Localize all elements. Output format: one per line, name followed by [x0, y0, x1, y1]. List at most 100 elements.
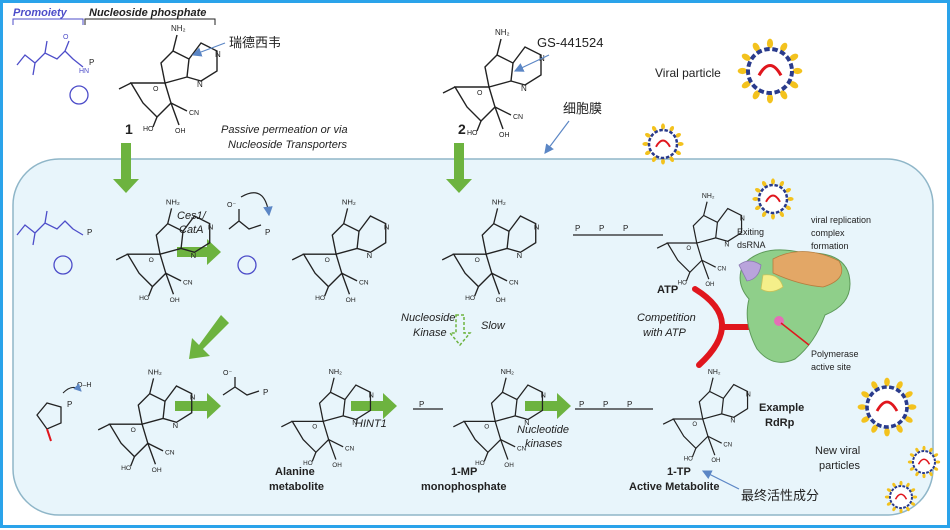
svg-text:P: P [89, 58, 94, 67]
arrow-down-compound1 [113, 143, 139, 193]
virion-spike [661, 158, 665, 165]
viral-particle-entry-icon [642, 123, 684, 165]
virion-spike [871, 381, 878, 390]
virion-spike [912, 495, 918, 499]
cyclic-intermediate-structure: P O–H [36, 366, 197, 475]
virion-spike [741, 81, 751, 89]
virion-spike [899, 508, 903, 514]
final-active-cn-label: 最终活性成分 [741, 488, 819, 504]
virion-spike [785, 205, 791, 211]
ester-hydrolysis-structure: O⁻ P [227, 192, 391, 305]
virion-spike [737, 67, 748, 75]
virion-spike [915, 447, 919, 453]
remdesivir-intracellular-structure: P [16, 196, 215, 305]
passive-permeation-line1: Passive permeation or via [221, 124, 348, 136]
competition-bracket [692, 286, 725, 368]
virion-spike [909, 453, 915, 457]
virion-spike [661, 123, 665, 130]
svg-text:O⁻: O⁻ [223, 370, 232, 377]
hint1-label: HINT1 [355, 418, 387, 430]
new-viral-particle-icon [884, 480, 918, 514]
arrow-ces1 [177, 239, 221, 265]
virion-spike [892, 482, 896, 488]
virion-rna [765, 194, 781, 203]
virion-spike [884, 495, 890, 499]
virion-spike [766, 93, 774, 104]
virion-rna [655, 139, 671, 148]
polymerase-pointer [780, 322, 810, 346]
virion-spike [933, 453, 939, 457]
viral-particle-icon [737, 38, 803, 104]
virion-spike [892, 506, 896, 512]
virion-spike [884, 427, 890, 437]
remdesivir-activation-diagram: NH₂ N N CN HO OH O Promoiety Nucleoside … [12, 7, 941, 516]
virion-spike [904, 416, 913, 423]
gs441524-label: GS-441524 [537, 35, 604, 50]
svg-text:P: P [263, 388, 268, 397]
svg-text:P: P [603, 400, 608, 409]
svg-text:P: P [67, 400, 72, 409]
virion-rna [757, 63, 783, 77]
atp-label: ATP [657, 284, 678, 296]
cell-membrane [12, 158, 934, 516]
rdrp-protein-structure [738, 249, 851, 363]
svg-text:P: P [87, 228, 92, 237]
virion-spike [766, 38, 774, 49]
svg-text:O⁻: O⁻ [227, 202, 236, 209]
example-rdrp-line1: Example [759, 402, 804, 414]
svg-text:HN: HN [79, 68, 89, 75]
virion-spike [789, 53, 799, 61]
virion-spike [915, 471, 919, 477]
promoiety-label: Promoiety [13, 7, 68, 19]
virion-spike [752, 90, 760, 100]
virion-spike [771, 178, 775, 185]
virion-spike [909, 467, 915, 471]
virion-spike [645, 150, 651, 156]
virion-spike [886, 502, 892, 506]
arrow-down-compound2 [446, 143, 472, 193]
new-viral-line2: particles [819, 460, 860, 472]
virion-spike [871, 424, 878, 433]
virion-spike [906, 506, 910, 512]
virion-envelope [647, 128, 679, 160]
virion-rna [875, 400, 899, 412]
virion-spike [755, 187, 761, 193]
exiting-line2: dsRNA [737, 240, 766, 250]
virion-rna [894, 493, 908, 500]
monophosphate-structure: P [413, 366, 547, 470]
tp-label-line2: Active Metabolite [629, 481, 719, 493]
virion-spike [677, 142, 684, 146]
polymerase-line2: active site [811, 362, 851, 372]
nucleoside-phosphate-label: Nucleoside phosphate [89, 7, 206, 19]
nucleotide-kinases-line1: Nucleotide [517, 424, 569, 436]
competition-line2: with ATP [643, 327, 686, 339]
virion-spike [779, 211, 785, 217]
virion-spike [780, 42, 788, 52]
final-active-pointer [701, 470, 740, 490]
nucleoside-phosphate-bracket [84, 18, 216, 25]
virion-spike [761, 181, 767, 187]
virion-spike [651, 156, 657, 162]
virion-rna [917, 458, 931, 465]
virion-spike [884, 377, 890, 387]
alanine-metabolite-structure: O⁻ P [222, 366, 375, 470]
virion-spike [922, 473, 926, 479]
virion-envelope [865, 385, 909, 429]
virion-spike [741, 53, 751, 61]
virion-spike [896, 381, 903, 390]
virion-spike [933, 467, 939, 471]
virion-spike [642, 142, 649, 146]
virion-spike [675, 132, 681, 138]
new-viral-particle-icon [857, 377, 917, 437]
svg-text:P: P [419, 400, 424, 409]
svg-text:P: P [623, 224, 628, 233]
exiting-line1: Exiting [737, 227, 764, 237]
virion-spike [886, 488, 892, 492]
virion-spike [935, 460, 941, 464]
svg-text:P: P [579, 400, 584, 409]
triphosphate-structure: P P P [575, 368, 752, 465]
virion-spike [771, 213, 775, 220]
polymerase-line1: Polymerase [811, 349, 859, 359]
virion-spike [675, 150, 681, 156]
virion-envelope [912, 450, 936, 474]
